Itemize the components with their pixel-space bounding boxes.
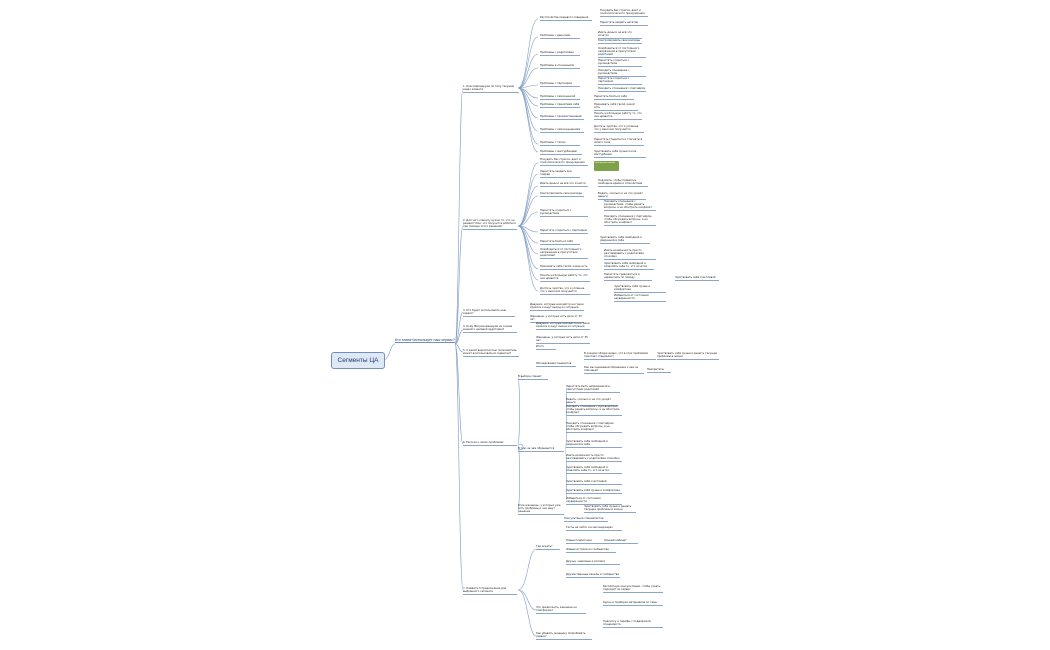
- mind-map-node[interactable]: Чувствовать себя свободной и позволять с…: [604, 262, 654, 270]
- mind-map-node[interactable]: Проблемы с принятием себя: [540, 103, 580, 108]
- mind-map-node[interactable]: Девушки, которые находятся на грани криз…: [530, 303, 584, 311]
- expert-note: Экспертное мнение: [594, 161, 619, 171]
- mind-map-node[interactable]: В выборе спешат: [518, 375, 548, 380]
- mind-map-node[interactable]: Приоритеты: [647, 368, 671, 373]
- mind-map-node[interactable]: Достичь чувства, что я успешна, что у ме…: [594, 125, 644, 133]
- mind-map-node[interactable]: Принимать себя такой, какая есть: [540, 265, 590, 270]
- mind-map-node[interactable]: Что предложить женщине на платформе?: [536, 606, 586, 614]
- mind-map-node[interactable]: Перестать ссориться с руководством: [598, 59, 642, 67]
- mind-map-node[interactable]: Расстройства пищевого поведения: [540, 16, 592, 21]
- mind-map-node[interactable]: Проблемы с родителями: [540, 51, 580, 56]
- level1-node[interactable]: Кто платит/использует наш сервис?: [395, 338, 455, 344]
- mind-map-node[interactable]: Проблемы в отношениях: [540, 64, 580, 69]
- mind-map-node[interactable]: 1. Классифицируем по типу текущих задач …: [463, 85, 519, 93]
- mind-map-node[interactable]: Проблемы с самооценкой: [540, 95, 580, 100]
- mind-map-node[interactable]: В том, за чем обращаются: [518, 447, 564, 452]
- mind-map-node[interactable]: Где искать?: [536, 545, 560, 550]
- mind-map-node[interactable]: 7. Найдите 3 предложения для выбранного …: [463, 587, 517, 595]
- mind-map-node[interactable]: Подписку и тарифы с поддержкой специалис…: [603, 620, 663, 628]
- mind-map-node[interactable]: Видеть, сколько и на что уходят деньги: [566, 398, 618, 406]
- mind-map-node[interactable]: Курсы и подборки материалов по теме: [603, 601, 663, 606]
- mind-map-node[interactable]: Чувствовать себя свободной и уверенной в…: [600, 236, 650, 244]
- mind-map-node[interactable]: Избавиться от состояния неуверенности: [614, 294, 666, 302]
- mind-map-node[interactable]: Достичь чувства, что я успешна, что у ме…: [540, 287, 590, 295]
- mind-map-node[interactable]: Как мы оцениваем обращения к нам за помо…: [584, 366, 644, 374]
- mind-map-node[interactable]: Освободиться от постоянного напряжения в…: [598, 47, 646, 59]
- mind-map-node[interactable]: Находить отношения с руководством, чтобы…: [566, 405, 622, 417]
- mind-map-node[interactable]: Итого: [536, 345, 556, 350]
- mind-map-node[interactable]: Личный кабинет: [604, 539, 638, 544]
- mind-map-node[interactable]: Контролировать свои расходы: [540, 192, 584, 197]
- mind-map-node[interactable]: 3. Кто будет использовать наш сервис?: [463, 309, 515, 317]
- mind-map-node[interactable]: Подумать, чтобы появилось свободное врем…: [598, 179, 648, 187]
- mind-map-node[interactable]: Чувствовать себя лучше и комфортнее: [614, 285, 666, 293]
- mind-map-node[interactable]: Проблемы с деньгами: [540, 34, 580, 39]
- mind-map-node[interactable]: Начать на большую работу то, что она нра…: [594, 112, 642, 120]
- mind-map-node[interactable]: Иметь возможность просто разговаривать с…: [604, 249, 656, 261]
- mind-map-node[interactable]: Иметь деньги на всё что хочется: [598, 31, 642, 39]
- mind-map-node[interactable]: Дружественные каналы и сообщества: [566, 573, 620, 578]
- mind-map-node[interactable]: Перестать ссориться с партнёром: [540, 229, 588, 234]
- mind-map-node[interactable]: Перестать заедать негатив: [600, 21, 648, 26]
- mind-map-node[interactable]: Перестать бояться себя: [594, 95, 634, 100]
- mind-map-node[interactable]: Похудеть без стресса, диет и психологиче…: [540, 158, 588, 166]
- mind-map-node[interactable]: Избавиться от состояния неуверенности: [566, 497, 622, 505]
- mind-map-node[interactable]: Как убедить женщину попробовать сервис?: [536, 632, 592, 640]
- mind-map-node[interactable]: Находить отношения с партнёром: [598, 87, 646, 92]
- mind-map-node[interactable]: Находить отношения с партнёром, чтобы об…: [604, 215, 656, 227]
- mind-map-node[interactable]: Чувствовать себя лучше после мастурбации: [594, 150, 646, 158]
- mind-map-node[interactable]: 2. Для чего клиенту нужно то, что он реш…: [463, 219, 517, 231]
- mind-map-node[interactable]: Женщины, у которых есть дети от 35 лет: [536, 336, 590, 344]
- mind-map-node[interactable]: Перестать быть напряжённой в присутствии…: [566, 385, 620, 393]
- mind-map-node[interactable]: Находить понимание с руководством: [598, 69, 646, 77]
- mind-map-node[interactable]: Находить отношения с партнёром, чтобы об…: [566, 422, 622, 434]
- mind-map-node[interactable]: Перестать заедать всё подряд: [540, 170, 580, 178]
- mind-map-node[interactable]: Принимать себя такой, какой есть: [594, 103, 638, 111]
- mind-map-node[interactable]: Девушки, которые находятся на грани криз…: [536, 322, 590, 330]
- mind-map-node[interactable]: 6. Рассказ о своих проблемах: [463, 441, 517, 446]
- mind-map-node[interactable]: Контролировать свои расходы: [598, 39, 642, 44]
- mind-map-node[interactable]: Перестать ссориться с руководством: [540, 209, 588, 217]
- mind-map-node[interactable]: Перестать тревожиться и нервничать по по…: [604, 273, 652, 281]
- mind-map-node[interactable]: Чувствовать себя лучше и решить текущие …: [657, 352, 719, 360]
- mind-map-node[interactable]: Проблемы с телом: [540, 141, 580, 146]
- mind-map-node[interactable]: В каждом обзоре видно, что в этих пробле…: [584, 352, 656, 360]
- mind-map-node[interactable]: Консультации специалистов: [564, 517, 608, 522]
- mind-map-node[interactable]: Друзья, знакомые и коллеги: [566, 560, 620, 565]
- mind-map-node[interactable]: Перестать стыдиться и стесняться своего …: [594, 138, 644, 146]
- root-node[interactable]: Сегменты ЦА: [331, 352, 385, 369]
- mind-map-node[interactable]: Находить отношения с руководством, чтобы…: [604, 200, 656, 212]
- mind-map-node[interactable]: Чувствовать себя свободной и уверенной в…: [566, 440, 622, 448]
- mind-map-node[interactable]: Иметь деньги на всё что хочется: [540, 182, 588, 187]
- mind-map-node[interactable]: Чувствовать себя счастливой: [675, 276, 719, 281]
- mind-map-node[interactable]: Чувствовать себя свободной и позволять с…: [566, 466, 622, 474]
- mind-map-node[interactable]: Перестать ссориться с партнёром: [598, 77, 642, 85]
- mind-map-node[interactable]: Освободиться от постоянного напряжения в…: [540, 248, 588, 260]
- mind-map-node[interactable]: Начать на большую работу то, что она нра…: [540, 274, 590, 282]
- mind-map-node[interactable]: Бесплатную консультацию, чтобы узнать, п…: [603, 585, 663, 593]
- mind-map-node[interactable]: Проблемы с мастурбацией: [540, 150, 582, 155]
- mind-map-node[interactable]: Иметь возможность просто разговаривать с…: [566, 454, 622, 462]
- mind-map-node[interactable]: 5. С какой вероятностью пользователь мож…: [463, 349, 519, 357]
- mind-map-node[interactable]: Чувствовать себя лучше и решать текущие …: [584, 505, 636, 513]
- mind-map-node[interactable]: Обследование пациентов: [536, 362, 576, 367]
- mind-map-node[interactable]: Перестать бояться себя: [540, 240, 580, 245]
- mind-map-node[interactable]: Новые подписчики: [566, 539, 606, 544]
- mind-map-node[interactable]: Если женщины, у которых уже есть проблем…: [518, 504, 564, 516]
- mind-map-node[interactable]: Женщины, у которых есть дети от 35 лет: [530, 315, 584, 323]
- mind-map-node[interactable]: Видеть, сколько и на что уходят деньги: [598, 192, 646, 200]
- mind-map-node[interactable]: Чувствовать себя лучше и комфортнее: [566, 489, 622, 494]
- mind-map-node[interactable]: Живые истории из сообщества: [566, 548, 616, 553]
- mind-map-node[interactable]: Проблемы с самоощущением: [540, 128, 584, 133]
- mind-map-node[interactable]: Проблемы с партнёром: [540, 82, 580, 87]
- mind-map-node[interactable]: Чувствовать себя счастливой: [566, 480, 622, 485]
- mind-map-node[interactable]: Тесты на сайте и в мессенджерах: [566, 526, 622, 531]
- mind-map-node[interactable]: Похудеть без стресса, диет и психологиче…: [600, 9, 648, 17]
- mind-map-node[interactable]: Проблемы с прокрастинацией: [540, 115, 584, 120]
- mind-map-node[interactable]: 4. Кому МЫ рекомендуем на основе знаний …: [463, 325, 517, 333]
